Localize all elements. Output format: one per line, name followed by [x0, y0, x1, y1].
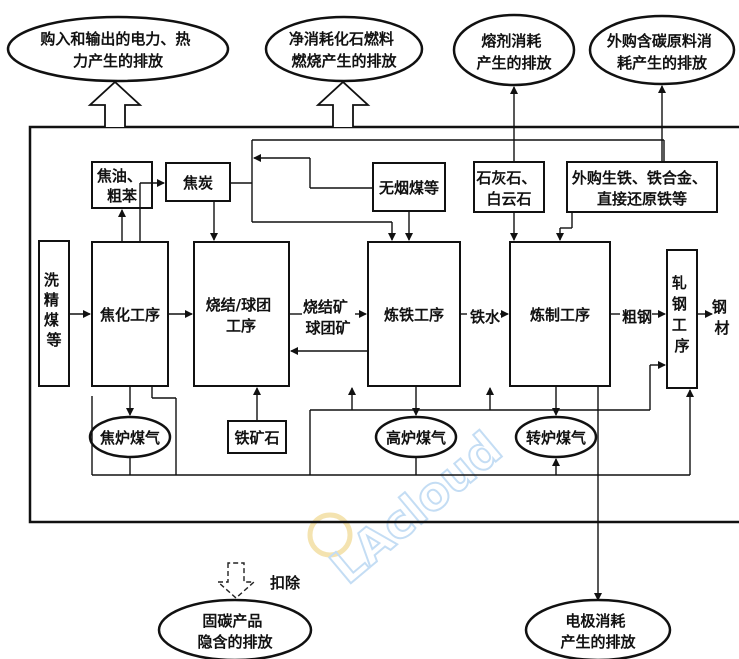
svg-text:外购含碳原料消 耗产生的排放: 外购含碳原料消 耗产生的排放 — [606, 32, 717, 72]
purchased-power-line2: 力产生的排放 — [73, 52, 164, 70]
electrode-line2: 产生的排放 — [560, 633, 636, 651]
coking-label: 焦化工序 — [99, 306, 160, 324]
oval-converter-gas — [514, 415, 598, 459]
washed-coal-char3: 煤 — [44, 311, 59, 329]
box-anthracite — [372, 162, 446, 212]
box-limestone — [473, 161, 545, 213]
ironmaking-label: 炼铁工序 — [384, 306, 444, 324]
svg-text:购入和输出的电力、热 力产生的排放: 购入和输出的电力、热 力产生的排放 — [40, 30, 195, 70]
flux-line1: 熔剂消耗 — [481, 32, 541, 50]
hollow-arrow-fossil — [315, 80, 371, 127]
svg-text:焦油、 粗苯: 焦油、 粗苯 — [96, 167, 147, 205]
box-tar-benzene — [91, 161, 153, 209]
flux-line2: 产生的排放 — [476, 54, 552, 72]
main-flow-arrows — [69, 310, 713, 355]
sintering-line2: 工序 — [226, 317, 256, 335]
sinter-pellet-line2: 球团矿 — [305, 319, 350, 337]
carbon-fixed-line1: 固碳产品 — [202, 612, 262, 630]
box-rolling — [666, 249, 698, 389]
purchased-power-line1: 购入和输出的电力、热 — [40, 30, 190, 48]
box-washed-coal — [38, 240, 70, 387]
fossil-fuel-line2: 燃烧产生的排放 — [291, 52, 397, 70]
svg-text:钢 材: 钢 材 — [712, 298, 732, 337]
deduct-label: 扣除 — [270, 574, 301, 592]
steel-product-char2: 材 — [714, 319, 729, 337]
rolling-char1: 轧 — [672, 274, 687, 292]
svg-text:熔剂消耗 产生的排放: 熔剂消耗 产生的排放 — [476, 32, 552, 72]
anthracite-label: 无烟煤等 — [378, 179, 439, 197]
oval-electrode — [524, 598, 672, 659]
fossil-fuel-line1: 净消耗化石燃料 — [289, 30, 394, 48]
iron-ore-label: 铁矿石 — [234, 429, 279, 447]
box-purchased-iron — [566, 161, 718, 213]
box-iron-ore — [227, 420, 287, 454]
rolling-char2: 钢 — [672, 295, 687, 313]
sintering-line1: 烧结/球团 — [206, 296, 271, 314]
rolling-char3: 工 — [672, 316, 687, 334]
washed-coal-char1: 洗 — [44, 271, 59, 289]
svg-text:电极消耗 产生的排放: 电极消耗 产生的排放 — [560, 612, 636, 651]
svg-text:外购生铁、铁合金、 直接还原铁等: 外购生铁、铁合金、 直接还原铁等 — [571, 169, 712, 208]
oval-fossil-fuel — [264, 15, 424, 83]
svg-text:烧结矿 球团矿: 烧结矿 球团矿 — [303, 298, 353, 337]
carbon-materials-line1: 外购含碳原料消 — [606, 32, 712, 50]
purchased-iron-line2: 直接还原铁等 — [597, 190, 687, 208]
carbon-materials-line2: 耗产生的排放 — [617, 54, 708, 72]
svg-text:净消耗化石燃料 燃烧产生的排放: 净消耗化石燃料 燃烧产生的排放 — [289, 30, 399, 70]
svg-text:烧结/球团 工序: 烧结/球团 工序 — [206, 296, 277, 335]
crude-steel-label: 粗钢 — [622, 308, 652, 326]
limestone-line2: 白云石 — [486, 190, 531, 208]
hollow-arrow-power — [87, 80, 143, 127]
washed-coal-char2: 精 — [44, 291, 59, 309]
tar-benzene-line2: 粗苯 — [107, 187, 138, 205]
washed-coal-char4: 等 — [46, 331, 61, 349]
svg-text:固碳产品 隐含的排放: 固碳产品 隐含的排放 — [197, 612, 273, 651]
carbon-fixed-line2: 隐含的排放 — [197, 633, 273, 651]
limestone-line1: 石灰石、 — [475, 169, 536, 187]
upper-connectors — [118, 139, 665, 242]
oval-purchased-power-heat — [6, 15, 230, 83]
box-coking — [91, 241, 169, 387]
electrode-line1: 电极消耗 — [565, 612, 625, 630]
system-boundary — [28, 125, 739, 524]
sinter-pellet-line1: 烧结矿 — [303, 298, 348, 316]
steel-product-char1: 钢 — [712, 298, 727, 316]
converter-gas-label: 转炉煤气 — [526, 429, 586, 447]
hot-metal-label: 铁水 — [470, 308, 501, 326]
lower-connectors — [91, 361, 694, 476]
tar-benzene-line1: 焦油、 — [96, 167, 142, 185]
svg-text:石灰石、 白云石: 石灰石、 白云石 — [475, 169, 541, 208]
box-coke — [165, 162, 231, 202]
dashed-deduct-arrow — [216, 562, 256, 599]
svg-text:轧 钢 工 序: 轧 钢 工 序 — [672, 274, 692, 355]
box-sintering — [193, 241, 290, 387]
coke-oven-gas-label: 焦炉煤气 — [99, 429, 160, 447]
box-steelmaking — [509, 241, 611, 387]
steelmaking-label: 炼制工序 — [530, 306, 590, 324]
oval-carbon-fixed — [157, 598, 313, 659]
purchased-iron-line1: 外购生铁、铁合金、 — [571, 169, 707, 187]
svg-text:洗 精 煤 等: 洗 精 煤 等 — [44, 271, 64, 349]
blast-furnace-gas-label: 高炉煤气 — [386, 429, 446, 447]
oval-carbon-materials — [588, 14, 736, 86]
rolling-char4: 序 — [674, 337, 689, 355]
oval-flux — [452, 13, 576, 87]
coke-label: 焦炭 — [182, 174, 213, 192]
